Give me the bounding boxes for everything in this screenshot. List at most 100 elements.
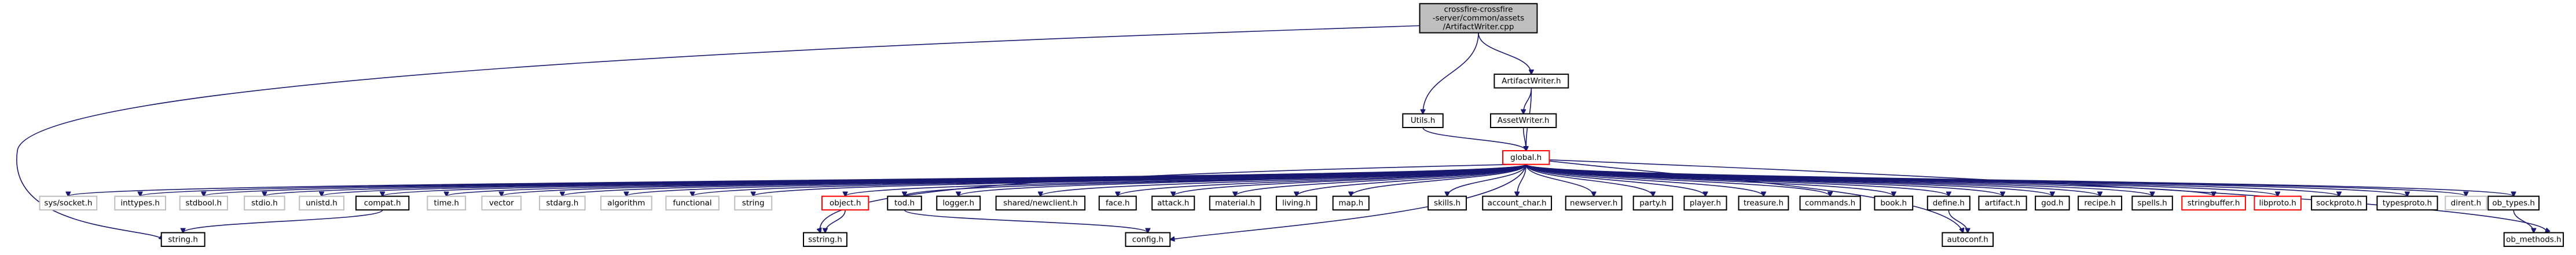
edge-global-h-to-logger-h (959, 163, 1526, 196)
node-label: sockproto.h (2316, 198, 2362, 207)
node-party-h[interactable]: party.h (1632, 195, 1674, 211)
node-global-h[interactable]: global.h (1502, 150, 1550, 165)
node-box (1874, 195, 1914, 211)
edge-global-h-to-sstring-h (820, 163, 1515, 233)
node-box (1565, 195, 1623, 211)
node-box (299, 195, 344, 211)
edge-global-h-to-shared-newclient-h (1040, 163, 1526, 196)
node-string-h[interactable]: string.h (160, 232, 206, 247)
node-box (1209, 195, 1261, 211)
node-assetwriter-h[interactable]: AssetWriter.h (1489, 113, 1557, 129)
node-label: party.h (1639, 198, 1667, 207)
node-string: string (734, 195, 773, 211)
node-label: tod.h (894, 198, 915, 207)
node-label: commands.h (1805, 198, 1855, 207)
node-box (1402, 113, 1444, 129)
node-box (665, 195, 720, 211)
node-ob-types-h[interactable]: ob_types.h (2487, 195, 2540, 211)
node-commands-h[interactable]: commands.h (1799, 195, 1861, 211)
node-root[interactable]: crossfire-crossfire-server/common/assets… (1419, 3, 1538, 34)
node-libproto-h[interactable]: libproto.h (2254, 195, 2302, 211)
node-time-h: time.h (427, 195, 467, 211)
node-box (160, 232, 206, 247)
node-account-char-h[interactable]: account_char.h (1482, 195, 1553, 211)
node-material-h[interactable]: material.h (1209, 195, 1261, 211)
node-label: attack.h (1157, 198, 1189, 207)
node-sstring-h[interactable]: sstring.h (802, 232, 847, 247)
node-box (1632, 195, 1674, 211)
node-label: face.h (1106, 198, 1130, 207)
edge-global-h-to-treasure-h (1525, 164, 1763, 196)
node-logger-h[interactable]: logger.h (936, 195, 981, 211)
node-stdio-h: stdio.h (244, 195, 285, 211)
edge-assetwriter-h-to-global-h (1522, 127, 1526, 151)
node-compat-h[interactable]: compat.h (355, 195, 410, 211)
node-stringbuffer-h[interactable]: stringbuffer.h (2181, 195, 2246, 211)
node-shared-newclient-h[interactable]: shared/newclient.h (995, 195, 1086, 211)
node-box (1419, 3, 1538, 34)
node-label: stringbuffer.h (2188, 198, 2240, 207)
node-box (427, 195, 467, 211)
node-box (600, 195, 652, 211)
node-box (1502, 150, 1550, 165)
node-book-h[interactable]: book.h (1874, 195, 1914, 211)
node-config-h[interactable]: config.h (1125, 232, 1171, 247)
node-stdbool-h: stdbool.h (179, 195, 228, 211)
node-label: artifact.h (1985, 198, 2020, 207)
node-object-h[interactable]: object.h (821, 195, 869, 211)
node-newserver-h[interactable]: newserver.h (1565, 195, 1623, 211)
node-label: time.h (434, 198, 459, 207)
node-box (1275, 195, 1318, 211)
node-box (1927, 195, 1970, 211)
node-box (1125, 232, 1171, 247)
node-stdarg-h: stdarg.h (539, 195, 586, 211)
node-box (2445, 195, 2487, 211)
node-label: ArtifactWriter.h (1502, 76, 1561, 86)
node-face-h[interactable]: face.h (1098, 195, 1137, 211)
node-player-h[interactable]: player.h (1683, 195, 1727, 211)
node-spells-h[interactable]: spells.h (2131, 195, 2173, 211)
node-label: spells.h (2137, 198, 2167, 207)
node-box (179, 195, 228, 211)
edge-root-to-string-h (16, 25, 1426, 239)
edge-root-to-utils-h (1423, 32, 1479, 114)
node-skills-h[interactable]: skills.h (1428, 195, 1467, 211)
node-dirent-h: dirent.h (2445, 195, 2487, 211)
node-box (1683, 195, 1727, 211)
edge-define-h-to-autoconf-h (1948, 210, 1968, 232)
node-treasure-h[interactable]: treasure.h (1738, 195, 1789, 211)
node-label: skills.h (1434, 198, 1461, 207)
nodes-layer: crossfire-crossfire-server/common/assets… (39, 3, 2564, 247)
node-typesproto-h[interactable]: typesproto.h (2376, 195, 2438, 211)
node-label: -server/common/assets (1433, 13, 1524, 23)
node-label: string (742, 198, 765, 207)
node-label: object.h (830, 198, 861, 207)
node-box (1098, 195, 1137, 211)
edge-global-h-to-config-h (1170, 164, 1526, 240)
node-artifact-h[interactable]: artifact.h (1978, 195, 2027, 211)
node-label: stdbool.h (185, 198, 222, 207)
node-box (1482, 195, 1553, 211)
node-define-h[interactable]: define.h (1927, 195, 1970, 211)
node-box (481, 195, 522, 211)
node-utils-h[interactable]: Utils.h (1402, 113, 1444, 129)
node-artifactwriter-h[interactable]: ArtifactWriter.h (1494, 74, 1569, 89)
node-box (2078, 195, 2123, 211)
node-box (2503, 232, 2564, 247)
node-sockproto-h[interactable]: sockproto.h (2311, 195, 2368, 211)
node-label: sys/socket.h (44, 198, 92, 207)
node-autoconf-h[interactable]: autoconf.h (1942, 232, 1994, 247)
node-ob-methods-h[interactable]: ob_methods.h (2503, 232, 2564, 247)
node-living-h[interactable]: living.h (1275, 195, 1318, 211)
node-map-h[interactable]: map.h (1332, 195, 1370, 211)
node-attack-h[interactable]: attack.h (1151, 195, 1195, 211)
node-god-h[interactable]: god.h (2035, 195, 2070, 211)
node-label: ob_types.h (2492, 198, 2535, 207)
node-recipe-h[interactable]: recipe.h (2078, 195, 2123, 211)
node-label: unistd.h (306, 198, 337, 207)
node-box (1489, 113, 1557, 129)
node-box (936, 195, 981, 211)
node-box (1978, 195, 2027, 211)
node-tod-h[interactable]: tod.h (887, 195, 922, 211)
